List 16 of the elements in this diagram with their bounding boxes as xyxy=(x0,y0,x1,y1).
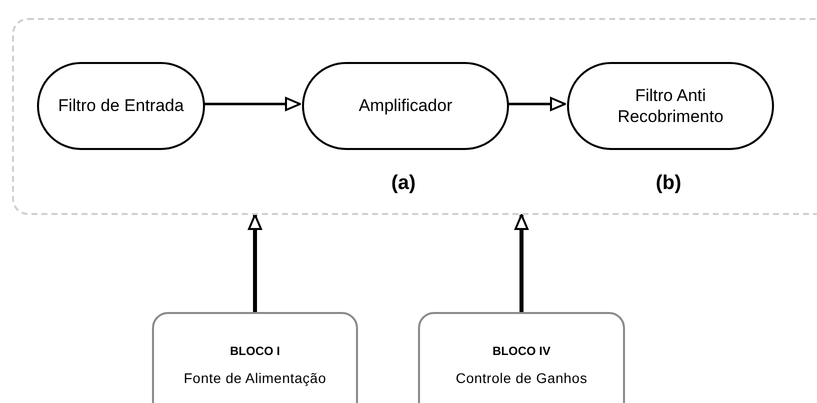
block-title: BLOCO IV xyxy=(492,343,550,360)
arrow xyxy=(248,214,262,312)
panel-label: (b) xyxy=(654,171,682,196)
arrow xyxy=(507,97,566,111)
group-frame xyxy=(12,18,817,215)
arrow xyxy=(203,97,301,111)
panel-label: (a) xyxy=(390,171,417,196)
block-box xyxy=(152,312,358,403)
block-title: BLOCO I xyxy=(230,343,280,360)
node-label: Filtro de Entrada xyxy=(57,95,185,117)
node-label: Fonte de Alimentação xyxy=(182,369,328,388)
arrow xyxy=(514,214,528,312)
block-box xyxy=(418,312,625,403)
node-label: Amplificador xyxy=(358,95,454,117)
node-label: Controle de Ganhos xyxy=(454,369,588,388)
node-label: Filtro Anti Recobrimento xyxy=(616,84,724,128)
